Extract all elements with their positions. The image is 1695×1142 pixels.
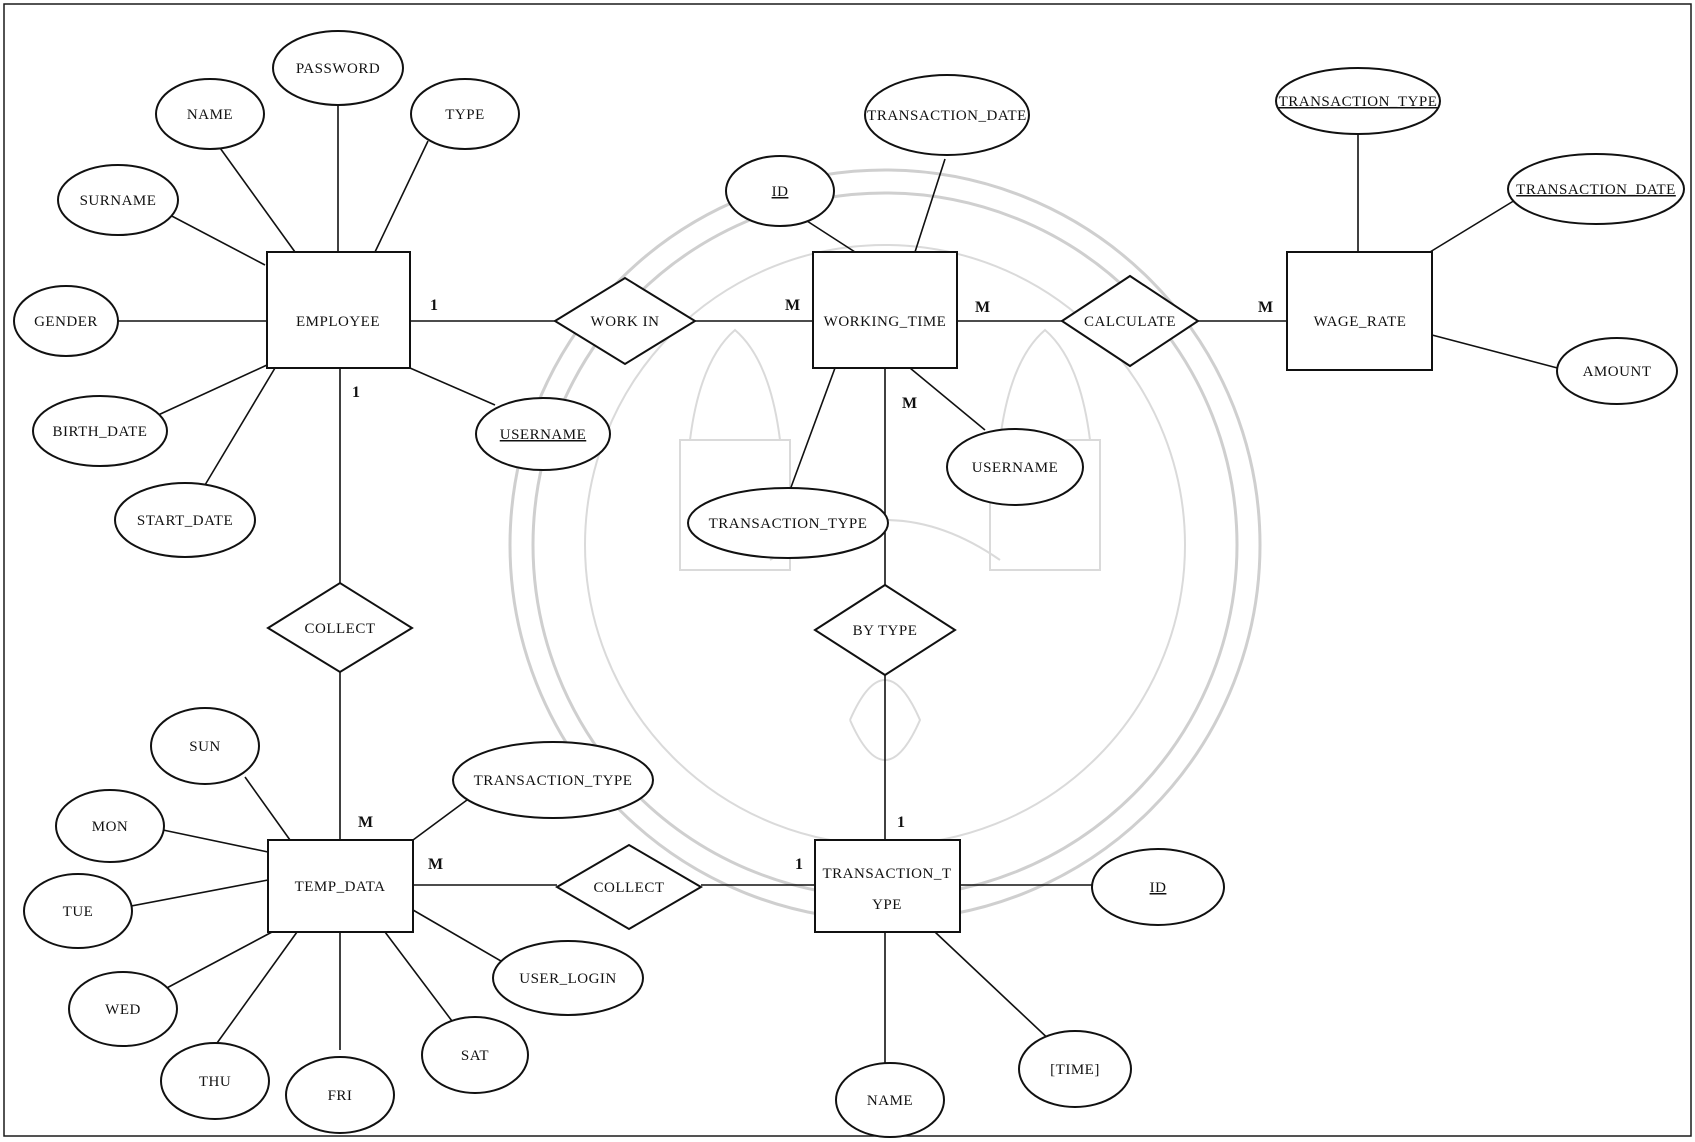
attribute-wt-transaction-date: TRANSACTION_DATE <box>864 74 1030 156</box>
svg-text:TRANSACTION_TYPE: TRANSACTION_TYPE <box>474 773 633 789</box>
attribute-tue: TUE <box>23 873 133 949</box>
cardinality-tt-bytype: 1 <box>897 814 905 831</box>
cardinality-td-collect-bottom: M <box>428 856 443 873</box>
entity-temp-data: TEMP_DATA <box>267 839 414 933</box>
entity-working-time-label: WORKING_TIME <box>824 314 947 330</box>
svg-text:[TIME]: [TIME] <box>1050 1062 1100 1078</box>
svg-text:AMOUNT: AMOUNT <box>1583 364 1652 380</box>
svg-text:BIRTH_DATE: BIRTH_DATE <box>53 424 148 440</box>
relationship-collect-top-label: COLLECT <box>305 621 376 637</box>
relationship-by-type: BY TYPE <box>813 583 957 677</box>
attribute-sun: SUN <box>150 707 260 785</box>
svg-text:TRANSACTION_DATE: TRANSACTION_DATE <box>1516 182 1676 198</box>
cardinality-wt-calculate: M <box>975 299 990 316</box>
svg-text:THU: THU <box>199 1074 231 1090</box>
entity-employee: EMPLOYEE <box>266 251 411 369</box>
attribute-tt-id: ID <box>1091 848 1225 926</box>
attribute-wt-transaction-type: TRANSACTION_TYPE <box>687 487 889 559</box>
attribute-wed: WED <box>68 971 178 1047</box>
relationship-work-in-label: WORK IN <box>591 314 660 330</box>
attribute-wr-amount: AMOUNT <box>1556 337 1678 405</box>
cardinality-labels: 1 M M M 1 M M M 1 1 <box>352 297 1273 873</box>
entity-temp-data-label: TEMP_DATA <box>295 879 386 895</box>
entity-wage-rate: WAGE_RATE <box>1286 251 1433 371</box>
attribute-tt-name: NAME <box>835 1062 945 1138</box>
svg-text:MON: MON <box>92 819 129 835</box>
cardinality-wt-workin: M <box>785 297 800 314</box>
svg-text:SURNAME: SURNAME <box>80 193 157 209</box>
attribute-password: PASSWORD <box>272 30 404 106</box>
relationship-calculate-label: CALCULATE <box>1084 314 1176 330</box>
cardinality-emp-collect: 1 <box>352 384 360 401</box>
diagram-frame <box>3 3 1692 1137</box>
relationship-by-type-label: BY TYPE <box>853 623 918 639</box>
entity-transaction-type: TRANSACTION_T YPE <box>814 839 961 933</box>
attribute-tt-time: [TIME] <box>1018 1030 1132 1108</box>
svg-text:SAT: SAT <box>461 1048 489 1064</box>
relationship-calculate: CALCULATE <box>1060 274 1200 368</box>
svg-text:USERNAME: USERNAME <box>972 460 1059 476</box>
svg-text:WED: WED <box>105 1002 141 1018</box>
relationship-work-in: WORK IN <box>553 276 697 366</box>
attribute-wt-username: USERNAME <box>946 428 1084 506</box>
attribute-user-login: USER_LOGIN <box>492 940 644 1016</box>
attribute-mon: MON <box>55 789 165 863</box>
attribute-type: TYPE <box>410 78 520 150</box>
attribute-td-transaction-type: TRANSACTION_TYPE <box>452 741 654 819</box>
attribute-sat: SAT <box>421 1016 529 1094</box>
entity-wage-rate-label: WAGE_RATE <box>1314 314 1407 330</box>
cardinality-emp-workin: 1 <box>430 297 438 314</box>
attribute-start-date: START_DATE <box>114 482 256 558</box>
relationship-collect-top: COLLECT <box>266 581 414 674</box>
relationship-collect-bottom: COLLECT <box>555 843 703 931</box>
cardinality-tt-collect: 1 <box>795 856 803 873</box>
svg-text:START_DATE: START_DATE <box>137 513 233 529</box>
svg-text:TUE: TUE <box>63 904 94 920</box>
cardinality-wt-bytype: M <box>902 395 917 412</box>
svg-text:GENDER: GENDER <box>34 314 98 330</box>
entity-working-time: WORKING_TIME <box>812 251 958 369</box>
attribute-wr-transaction-date: TRANSACTION_DATE <box>1507 153 1685 225</box>
svg-text:USER_LOGIN: USER_LOGIN <box>519 971 617 987</box>
attribute-birth-date: BIRTH_DATE <box>32 395 168 467</box>
svg-text:NAME: NAME <box>867 1093 913 1109</box>
entity-transaction-type-label-line2: YPE <box>872 897 902 913</box>
cardinality-td-collect-top: M <box>358 814 373 831</box>
cardinality-wr-calculate: M <box>1258 299 1273 316</box>
svg-text:NAME: NAME <box>187 107 233 123</box>
svg-text:ID: ID <box>772 184 789 200</box>
attribute-gender: GENDER <box>13 285 119 357</box>
svg-text:ID: ID <box>1150 880 1167 896</box>
svg-text:TRANSACTION_DATE: TRANSACTION_DATE <box>867 108 1027 124</box>
svg-text:TRANSACTION_TYPE: TRANSACTION_TYPE <box>709 516 868 532</box>
attribute-fri: FRI <box>285 1056 395 1134</box>
svg-text:FRI: FRI <box>328 1088 353 1104</box>
attribute-thu: THU <box>160 1042 270 1120</box>
svg-text:TYPE: TYPE <box>445 107 485 123</box>
svg-text:TRANSACTION_TYPE: TRANSACTION_TYPE <box>1279 94 1438 110</box>
entity-transaction-type-label-line1: TRANSACTION_T <box>823 866 952 882</box>
entity-employee-label: EMPLOYEE <box>296 314 380 330</box>
relationship-collect-bottom-label: COLLECT <box>594 880 665 896</box>
attribute-employee-username: USERNAME <box>475 397 611 471</box>
attribute-surname: SURNAME <box>57 164 179 236</box>
attribute-name: NAME <box>155 78 265 150</box>
svg-text:PASSWORD: PASSWORD <box>296 61 380 77</box>
svg-text:SUN: SUN <box>189 739 221 755</box>
attribute-wr-transaction-type: TRANSACTION_TYPE <box>1275 67 1441 135</box>
svg-text:USERNAME: USERNAME <box>500 427 587 443</box>
attribute-wt-id: ID <box>725 155 835 227</box>
